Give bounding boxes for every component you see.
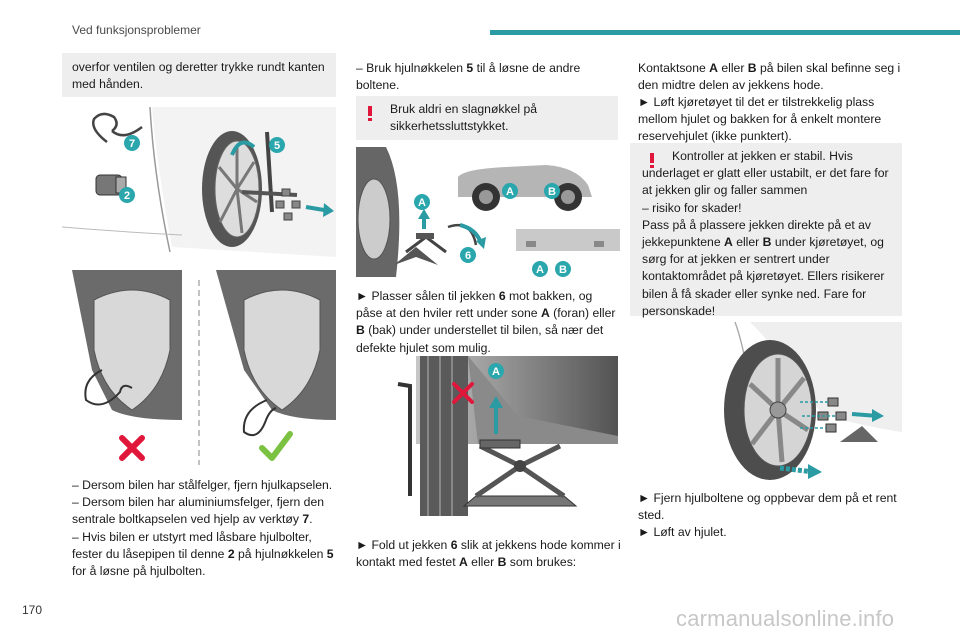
badge-underbody-b: B <box>559 264 567 276</box>
figure-jack-placement: A B A 6 A B <box>356 147 620 277</box>
ref-7: 7 <box>302 512 310 527</box>
ref-a: A <box>709 61 718 75</box>
ref-6: 6 <box>450 538 458 552</box>
text-span: på bilen skal befinne seg i den midtre d… <box>638 61 901 93</box>
badge-jack-a: A <box>418 197 426 209</box>
warning-box-jack-stability: Kontroller at jekken er stabil. Hvis und… <box>630 143 902 318</box>
text-span: som brukes: <box>506 555 577 570</box>
ref-b: B <box>762 235 772 250</box>
text-span: for å løsne på hjulbolten. <box>72 564 206 579</box>
punct: . <box>309 512 313 527</box>
text-span: under kjøretøyet, og sørg for at jekken … <box>642 235 885 318</box>
text-span: (foran) eller <box>549 306 616 321</box>
figure-remove-bolts <box>640 322 902 482</box>
warning-icon <box>368 106 373 121</box>
warning-icon <box>650 153 655 168</box>
running-header: Ved funksjonsproblemer <box>72 23 201 37</box>
text-span: Kontaktsone <box>638 61 710 75</box>
warning-line: Kontroller at jekken er stabil. Hvis und… <box>642 149 889 198</box>
badge-zone-b: B <box>548 186 556 198</box>
figure-jack-closeup: A <box>397 356 618 516</box>
watermark: carmanualsonline.info <box>676 606 895 631</box>
text-span: på hjulnøkkelen <box>234 546 327 561</box>
text-span: ► Fjern hjulboltene og oppbevar dem på e… <box>638 491 897 523</box>
ref-b: B <box>747 61 757 75</box>
ref-b: B <box>356 323 365 338</box>
header-accent-bar <box>490 30 960 35</box>
ref-a: A <box>458 555 468 570</box>
badge-tool-7: 7 <box>129 138 135 150</box>
bullet-alu-rims: – Dersom bilen har aluminiumsfelger, fje… <box>72 495 324 527</box>
warning-line: – risiko for skader! <box>642 200 742 215</box>
figure-wheel-tools: 7 2 5 <box>62 107 336 257</box>
ref-2: 2 <box>227 546 235 561</box>
warning-text: Kontroller at jekken er stabil. Hvis und… <box>642 148 894 200</box>
ref-a: A <box>724 235 733 250</box>
badge-fixing-a: A <box>492 366 500 378</box>
text-span: ► Plasser sålen til jekken <box>356 289 499 303</box>
ref-5: 5 <box>326 546 334 561</box>
col1-paragraph: – Dersom bilen har stålfelger, fjern hju… <box>72 477 342 580</box>
text-span: ► Løft kjøretøyet til det er tilstrekkel… <box>638 95 882 144</box>
note-text: overfor ventilen og deretter trykke rund… <box>72 60 325 92</box>
badge-jack-6: 6 <box>465 250 471 262</box>
ref-5: 5 <box>466 61 474 75</box>
text-span: eller <box>717 61 748 75</box>
badge-lockpin-2: 2 <box>124 190 130 202</box>
note-box: overfor ventilen og deretter trykke rund… <box>62 53 336 97</box>
text-span: – Bruk hjulnøkkelen <box>356 61 467 75</box>
text-span: til å løsne de andre boltene. <box>356 61 581 93</box>
text-span: slik at jekkens hode kommer i kontakt me… <box>356 538 621 570</box>
ref-b: B <box>497 555 507 570</box>
text-span: Pass på å plassere jekken direkte på et … <box>642 217 871 250</box>
col2-jack-placement-text: ► Plasser sålen til jekken 6 mot bakken,… <box>356 288 622 357</box>
bullet-locking-bolts: – Hvis bilen er utstyrt med låsbare hjul… <box>72 529 312 561</box>
text-span: (bak) under understellet til bilen, så n… <box>356 323 604 355</box>
col3-remove-bolts: ► Fjern hjulboltene og oppbevar dem på e… <box>638 490 904 542</box>
page-number: 170 <box>22 603 43 617</box>
col2-intro: – Bruk hjulnøkkelen 5 til å løsne de and… <box>356 60 618 94</box>
badge-zone-a: A <box>506 186 514 198</box>
warning-line: Pass på å plassere jekken direkte på et … <box>642 217 894 320</box>
col3-lift-vehicle: ► Løft kjøretøyet til det er tilstrekkel… <box>638 94 904 146</box>
text-span: eller <box>467 555 498 570</box>
col3-contact-zone: Kontaktsone A eller B på bilen skal befi… <box>638 60 904 94</box>
badge-wrench-5: 5 <box>274 140 280 152</box>
text-span: ► Fold ut jekken <box>356 538 451 552</box>
bullet-steel-rims: – Dersom bilen har stålfelger, fjern hju… <box>72 478 333 492</box>
text-span: eller <box>732 235 763 250</box>
badge-underbody-a: A <box>536 264 544 276</box>
text-span: ► Løft av hjulet. <box>638 525 727 540</box>
text-span: mot bakken, og påse at den hviler rett u… <box>356 289 593 321</box>
ref-a: A <box>540 306 550 321</box>
warning-box-impact-wrench: Bruk aldri en slagnøkkel på sikkerhetssl… <box>356 96 618 140</box>
col2-unfold-text: ► Fold ut jekken 6 slik at jekkens hode … <box>356 537 622 571</box>
warning-text: Bruk aldri en slagnøkkel på sikkerhetssl… <box>390 102 537 134</box>
ref-6: 6 <box>498 289 506 303</box>
figure-valve-correct-incorrect <box>62 270 336 470</box>
